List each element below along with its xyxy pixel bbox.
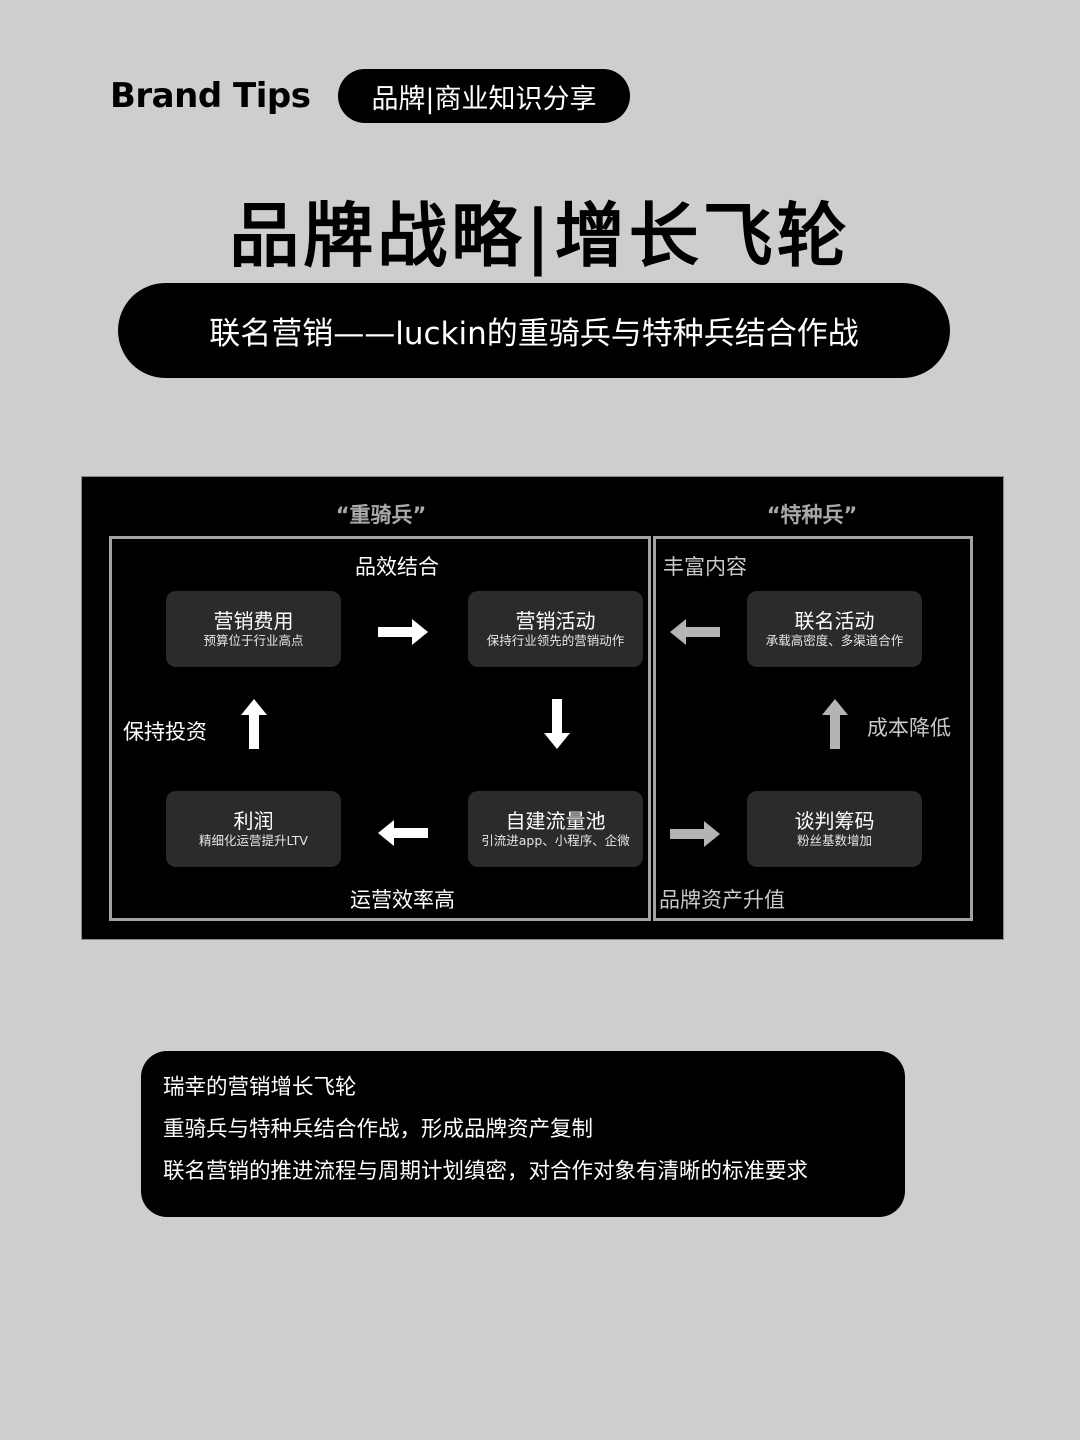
arrow-right-icon (378, 619, 428, 645)
label-ops-efficiency: 运营效率高 (350, 888, 455, 912)
label-rich-content: 丰富内容 (663, 555, 747, 579)
label-keep-investing: 保持投资 (123, 720, 207, 744)
summary-line: 瑞幸的营销增长飞轮 (163, 1075, 357, 1100)
node-title: 营销费用 (213, 609, 294, 633)
category-tag: 品牌|商业知识分享 (338, 69, 630, 123)
summary-box: 瑞幸的营销增长飞轮 重骑兵与特种兵结合作战，形成品牌资产复制 联名营销的推进流程… (141, 1051, 905, 1217)
node-title: 谈判筹码 (794, 809, 875, 833)
summary-line: 重骑兵与特种兵结合作战，形成品牌资产复制 (163, 1117, 594, 1142)
subtitle-banner: 联名营销——luckin的重骑兵与特种兵结合作战 (118, 283, 950, 378)
arrow-right-grey-icon (670, 821, 720, 847)
flywheel-diagram: “重骑兵” “特种兵” 品效结合 保持投资 运营效率高 营销费用 预算位于行业高… (81, 476, 1004, 940)
node-subtitle: 精细化运营提升LTV (199, 833, 308, 848)
node-marketing-cost: 营销费用 预算位于行业高点 (166, 591, 341, 667)
arrow-up-icon (241, 699, 267, 749)
node-bargaining-chip: 谈判筹码 粉丝基数增加 (747, 791, 922, 867)
node-title: 联名活动 (794, 609, 875, 633)
node-profit: 利润 精细化运营提升LTV (166, 791, 341, 867)
heavy-cavalry-title: “重骑兵” (335, 503, 427, 527)
brand-tips-label: Brand Tips (110, 76, 311, 116)
label-brand-asset-appreciation: 品牌资产升值 (659, 888, 785, 912)
node-traffic-pool: 自建流量池 引流进app、小程序、企微 (468, 791, 643, 867)
page-title: 品牌战略|增长飞轮 (229, 194, 851, 277)
label-brand-effect: 品效结合 (355, 555, 439, 579)
node-title: 自建流量池 (505, 809, 606, 833)
node-title: 营销活动 (515, 609, 596, 633)
node-marketing-activity: 营销活动 保持行业领先的营销动作 (468, 591, 643, 667)
subtitle-text: 联名营销——luckin的重骑兵与特种兵结合作战 (209, 316, 859, 352)
arrow-down-icon (544, 699, 570, 749)
node-subtitle: 预算位于行业高点 (203, 633, 304, 648)
arrow-left-icon (378, 820, 428, 846)
arrow-left-grey-icon (670, 619, 720, 645)
node-subtitle: 承载高密度、多渠道合作 (765, 633, 904, 648)
special-forces-panel (653, 536, 973, 921)
node-collab-activity: 联名活动 承载高密度、多渠道合作 (747, 591, 922, 667)
label-cost-reduction: 成本降低 (867, 716, 951, 740)
node-subtitle: 引流进app、小程序、企微 (481, 833, 630, 848)
node-subtitle: 保持行业领先的营销动作 (486, 633, 625, 648)
arrow-up-grey-icon (822, 699, 848, 749)
special-forces-title: “特种兵” (766, 503, 858, 527)
category-tag-text: 品牌|商业知识分享 (371, 83, 597, 115)
node-title: 利润 (233, 809, 274, 833)
heavy-cavalry-panel (109, 536, 651, 921)
summary-line: 联名营销的推进流程与周期计划缜密，对合作对象有清晰的标准要求 (163, 1159, 809, 1184)
node-subtitle: 粉丝基数增加 (796, 833, 872, 848)
